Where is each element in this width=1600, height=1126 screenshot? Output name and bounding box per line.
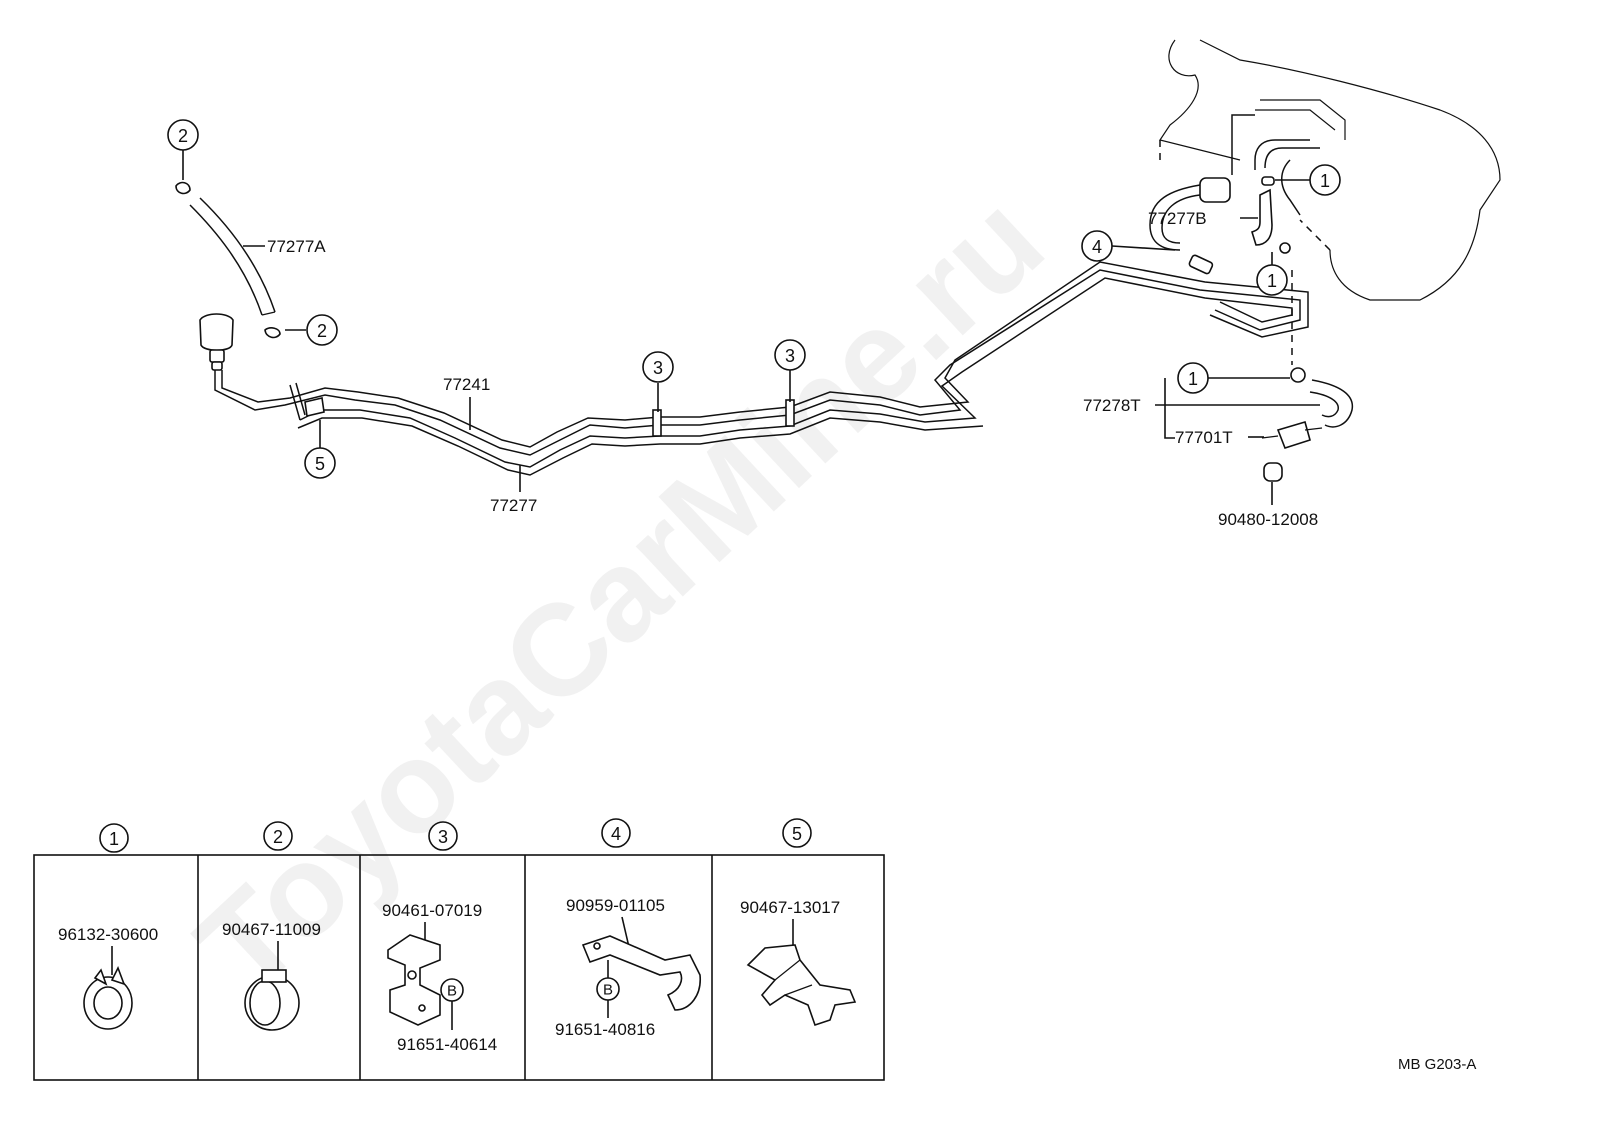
legend-header-2: 2: [263, 821, 293, 851]
clamp-small: [1261, 176, 1275, 186]
label-77278T: 77278T: [1083, 396, 1141, 415]
svg-text:B: B: [603, 982, 613, 999]
legend-part-90461-07019: 90461-07019: [382, 901, 482, 920]
legend-header-5: 5: [782, 818, 812, 848]
callout-4: 4: [1081, 230, 1113, 262]
clamp-3a-part: [652, 409, 662, 437]
clamp-2a-part: [175, 181, 191, 195]
svg-text:3: 3: [653, 358, 663, 378]
svg-text:4: 4: [611, 824, 621, 844]
callout-2a: 2: [167, 119, 199, 151]
clamp-1c-part: [1290, 367, 1306, 383]
vacuum-valve-77701T: [1276, 421, 1311, 449]
hose-77277A-edge: [199, 197, 276, 313]
legend-part-96132-30600: 96132-30600: [58, 925, 158, 944]
drawing-code: MB G203-A: [1398, 1056, 1476, 1073]
svg-text:4: 4: [1092, 237, 1102, 257]
clamp-ring: [1279, 242, 1291, 254]
filter-body: [1199, 177, 1231, 203]
grommet-90480: [1263, 462, 1283, 482]
legend-part-90467-11009: 90467-11009: [222, 920, 321, 939]
main-fuel-lines: [214, 254, 1309, 476]
clamp-5-drawing: [746, 944, 857, 1027]
legend-header-3: 3: [428, 821, 458, 851]
bracket-4-drawing: [581, 935, 701, 1011]
watermark: ToyotaCarMine.ru: [170, 167, 1071, 1021]
clamp-1-drawing: [83, 966, 133, 1030]
legend-part-90467-13017: 90467-13017: [740, 898, 840, 917]
callout-5: 5: [304, 447, 336, 479]
clamp-5-part: [304, 397, 325, 417]
callout-3b: 3: [774, 339, 806, 371]
line-joint: [1188, 254, 1214, 275]
legend-part-91651-40614: 91651-40614: [397, 1035, 497, 1054]
vent-hose-assembly: [1149, 176, 1291, 254]
front-filter: [199, 313, 234, 371]
callout-1b: 1: [1256, 264, 1288, 296]
svg-text:2: 2: [317, 321, 327, 341]
svg-text:2: 2: [178, 126, 188, 146]
legend-part-91651-40816: 91651-40816: [555, 1020, 655, 1039]
label-77241: 77241: [443, 375, 490, 394]
callout-1a: 1: [1309, 164, 1341, 196]
callout-3a: 3: [642, 351, 674, 383]
legend-marker-B-3: B: [440, 978, 464, 1002]
svg-text:3: 3: [438, 827, 448, 847]
svg-text:1: 1: [1320, 171, 1330, 191]
svg-text:5: 5: [792, 824, 802, 844]
clamp-3b-part: [785, 399, 795, 427]
callout-1c: 1: [1177, 362, 1209, 394]
svg-text:3: 3: [785, 346, 795, 366]
svg-text:B: B: [447, 983, 457, 1000]
callout-2b: 2: [306, 314, 338, 346]
label-77701T: 77701T: [1175, 428, 1233, 447]
svg-text:2: 2: [273, 827, 283, 847]
label-77277B: 77277B: [1148, 209, 1207, 228]
legend-part-90959-01105: 90959-01105: [566, 896, 665, 915]
svg-text:5: 5: [315, 454, 325, 474]
label-77277: 77277: [490, 496, 537, 515]
hose-77277A: [189, 204, 263, 316]
clamp-2b-part: [264, 327, 281, 339]
svg-text:1: 1: [109, 829, 119, 849]
bracket-3-drawing: [387, 934, 441, 1026]
label-77277A: 77277A: [267, 237, 326, 256]
svg-text:1: 1: [1267, 271, 1277, 291]
rear-hose-assembly: [1261, 270, 1354, 482]
legend-marker-B-4: B: [596, 977, 620, 1001]
leader-lines: [182, 150, 1320, 505]
legend-header-1: 1: [99, 823, 129, 853]
clamp-legend-table: 1 2 3 4 5 96132-30600 90467-11009: [33, 818, 885, 1081]
hose-77277B: [1251, 188, 1273, 246]
tank-pipes: [1231, 114, 1320, 216]
legend-header-4: 4: [601, 818, 631, 848]
svg-text:1: 1: [1188, 369, 1198, 389]
fuel-tank-outline: [1159, 39, 1501, 301]
clamp-2-drawing: [244, 969, 300, 1031]
label-90480-12008: 90480-12008: [1218, 510, 1318, 529]
